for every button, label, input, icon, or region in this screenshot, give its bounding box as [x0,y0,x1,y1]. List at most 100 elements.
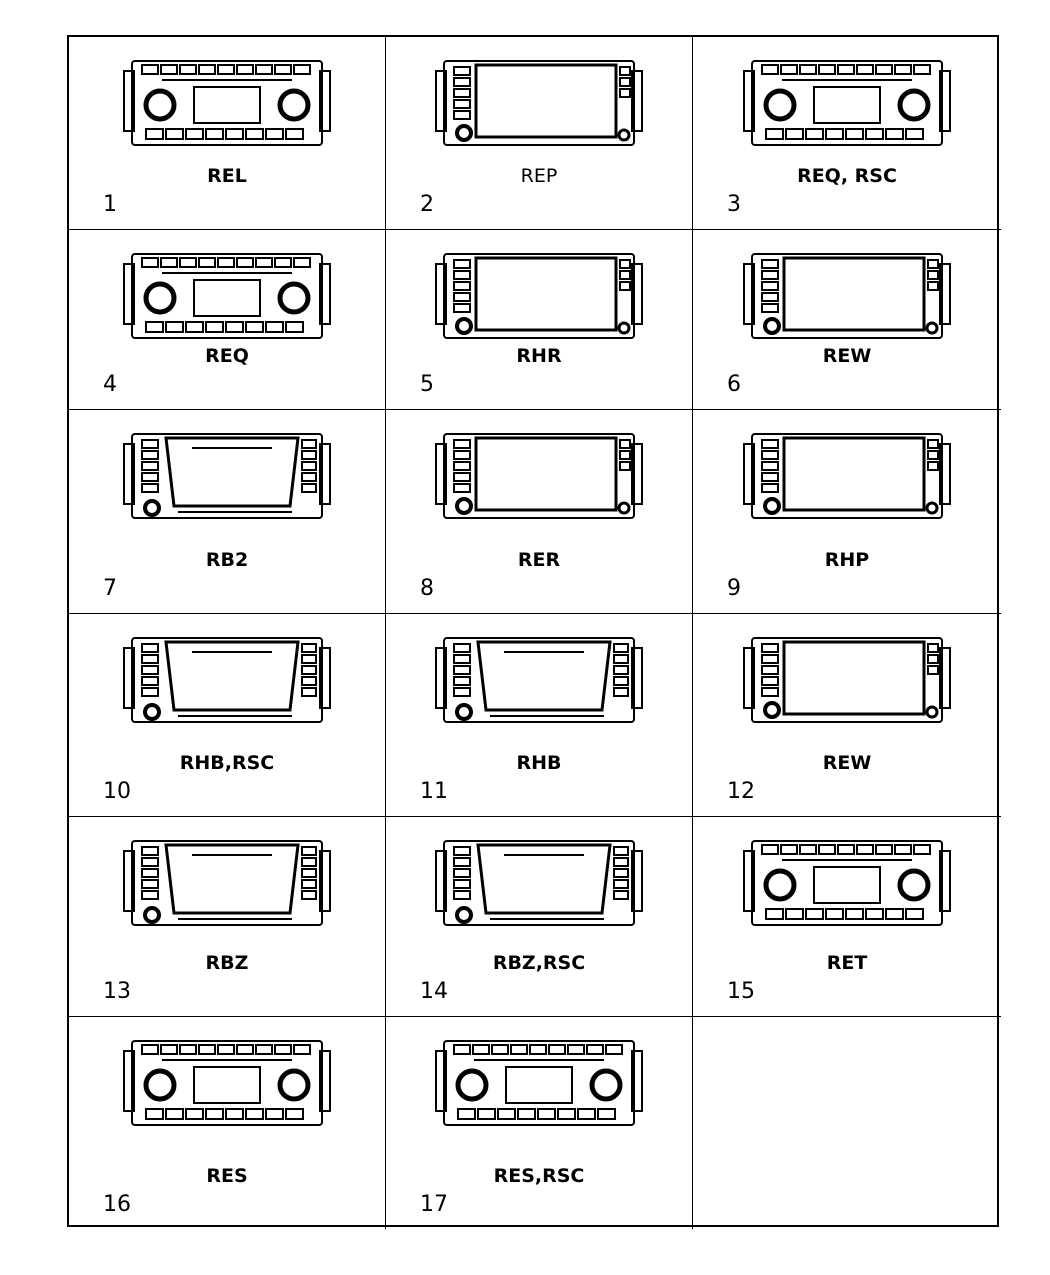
display [193,1066,261,1104]
side-button [453,450,471,460]
mounting-bracket-right [939,443,951,505]
function-button [537,1108,556,1120]
side-button [619,461,631,471]
touch-screen [476,843,612,915]
radio-unit-drawing [743,253,951,339]
function-button [225,1108,244,1120]
preset-button [141,257,159,268]
callout-number: 1 [103,192,117,217]
part-code-label: RHB,RSC [179,752,275,774]
display [813,86,881,124]
preset-button [491,1044,509,1055]
mounting-bracket-left [435,647,447,709]
mounting-bracket-right [319,647,331,709]
volume-knob [143,281,177,315]
side-button [761,259,779,269]
touch-screen [164,436,300,508]
mounting-bracket-left [123,1050,135,1112]
side-button [301,890,317,900]
side-button [141,461,159,471]
side-button [301,879,317,889]
function-button [825,908,844,920]
mounting-bracket-left [123,70,135,132]
radio-unit-drawing [743,840,951,926]
radio-bezel [751,433,943,519]
function-button [845,908,864,920]
preset-button [472,1044,490,1055]
preset-button [837,844,855,855]
radio-unit-drawing [743,433,951,519]
side-button [301,676,317,686]
radio-illustration [123,253,331,339]
radio-illustration [435,433,643,519]
side-button [761,439,779,449]
callout-number: 13 [103,979,131,1004]
side-button [927,654,939,664]
side-button [619,439,631,449]
callout-number: 7 [103,576,117,601]
side-button [453,77,471,87]
preset-button [141,1044,159,1055]
preset-button [799,64,817,75]
function-button [285,1108,304,1120]
function-button [185,128,204,140]
function-button [145,321,164,333]
preset-button [529,1044,547,1055]
volume-knob [455,124,473,142]
side-button [453,687,471,697]
mounting-bracket-left [743,263,755,325]
function-button [165,128,184,140]
preset-button [818,64,836,75]
side-button [301,654,317,664]
side-button [141,879,159,889]
function-button [245,128,264,140]
volume-knob [455,1068,489,1102]
preset-button [255,257,273,268]
mounting-bracket-right [319,263,331,325]
function-button [205,321,224,333]
radio-illustration [123,637,331,723]
side-button [927,259,939,269]
part-code-label: RHP [824,549,870,571]
touch-screen [474,63,618,139]
function-button [265,1108,284,1120]
side-button [141,439,159,449]
side-button [453,110,471,120]
side-button [453,857,471,867]
preset-button [780,844,798,855]
side-button [141,846,159,856]
function-button [477,1108,496,1120]
mounting-bracket-left [743,70,755,132]
side-button [141,857,159,867]
part-code-label: REQ [205,345,249,367]
touch-screen [164,640,300,712]
preset-button [179,1044,197,1055]
side-button [927,643,939,653]
display [813,866,881,904]
preset-button [913,64,931,75]
side-button [761,643,779,653]
preset-button [856,844,874,855]
mounting-bracket-right [319,70,331,132]
radio-unit-drawing [743,60,951,146]
tune-knob [925,705,939,719]
function-button [145,128,164,140]
volume-knob [763,317,781,335]
preset-button [293,257,311,268]
radio-bezel [751,840,943,926]
side-button [301,846,317,856]
radio-bezel [443,253,635,339]
preset-button [179,64,197,75]
side-button [453,88,471,98]
mounting-bracket-left [743,647,755,709]
preset-button [799,844,817,855]
part-code-label: RBZ [205,952,249,974]
side-button [453,292,471,302]
radio-unit-drawing [123,253,331,339]
radio-illustration [743,433,951,519]
